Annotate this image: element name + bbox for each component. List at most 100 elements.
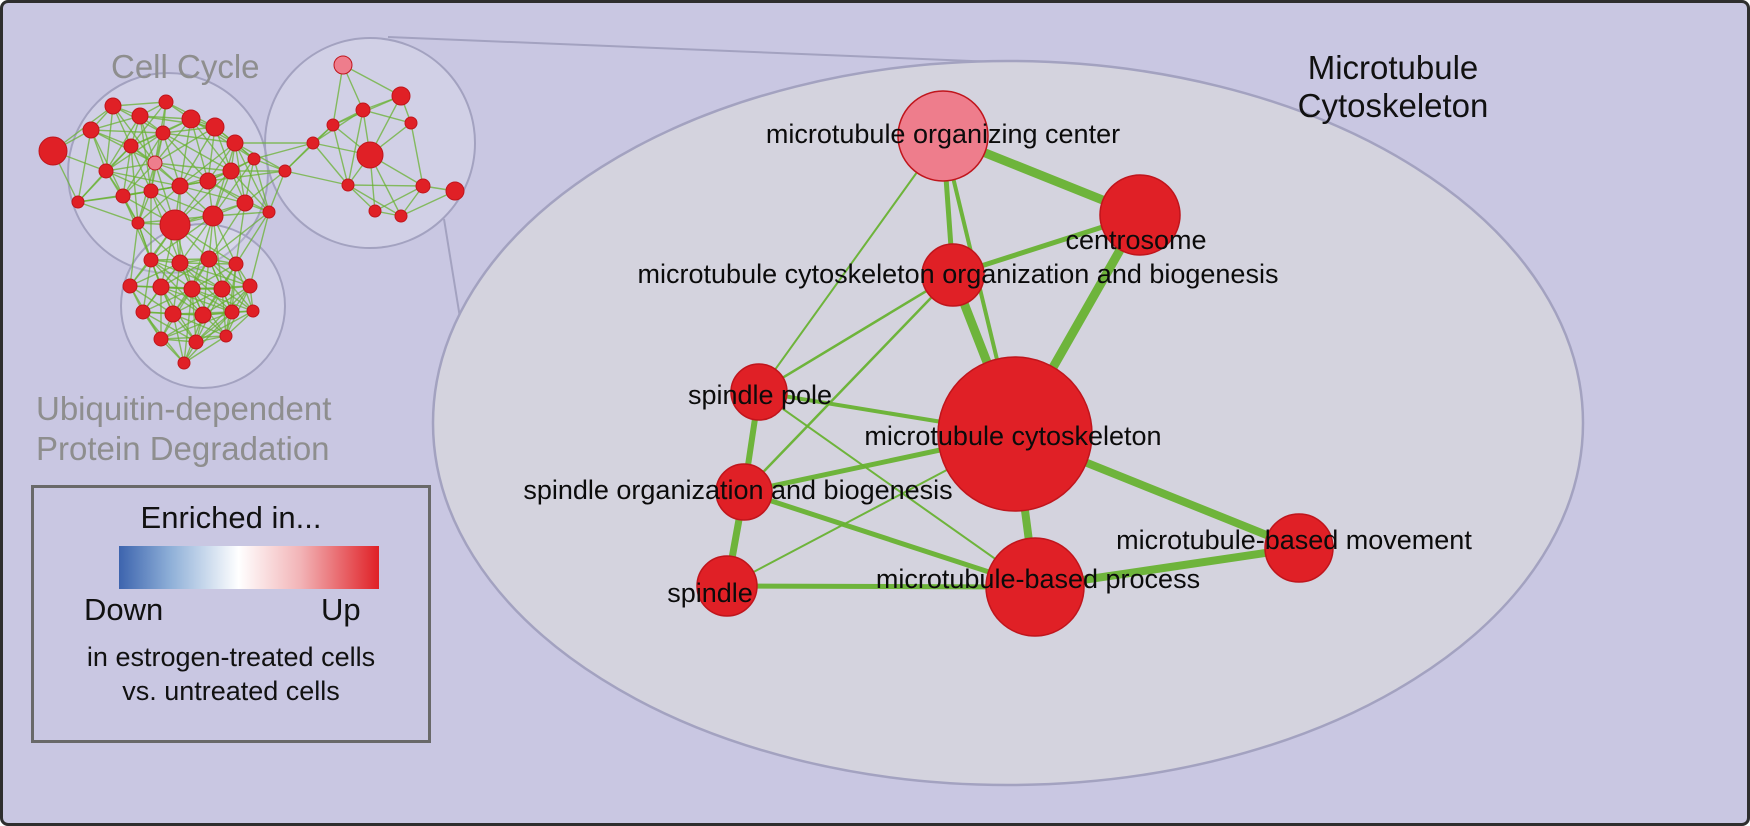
overview-edge — [179, 126, 216, 187]
overview-node — [177, 356, 191, 370]
legend-caption-line1: in estrogen-treated cells — [86, 642, 376, 672]
node-mc — [937, 356, 1093, 512]
node-label-mcob: microtubule cytoskeleton organization an… — [638, 259, 1279, 289]
overview-edge — [347, 184, 424, 187]
overview-edge — [130, 101, 167, 147]
overview-edge — [347, 184, 402, 217]
overview-node — [158, 94, 174, 110]
overview-edge — [362, 109, 412, 124]
legend-up-label: Up — [321, 592, 361, 627]
node-label-mbm: microtubule-based movement — [1116, 525, 1472, 555]
overview-edge — [137, 222, 181, 264]
overview-edge — [162, 132, 209, 182]
overview-edge — [235, 211, 270, 265]
overview-edge — [179, 118, 192, 187]
overview-edge — [374, 185, 424, 212]
zoom-title: Microtubule Cytoskeleton — [1238, 49, 1548, 125]
network-canvas: microtubule organizing centercentrosomem… — [38, 36, 1585, 787]
edge-sp-mbp — [758, 391, 1036, 588]
overview-edge — [230, 170, 270, 213]
overview-edge — [172, 288, 223, 315]
edge-sob-mbp — [741, 489, 1038, 590]
overview-edge — [129, 262, 181, 287]
overview-node — [164, 305, 182, 323]
overview-node — [115, 188, 131, 204]
legend-caption-line2: vs. untreated cells — [122, 676, 340, 706]
edge-mcob-sob — [742, 273, 955, 494]
overview-node — [131, 107, 149, 125]
overview-edge — [208, 202, 246, 260]
overview-edge — [162, 132, 236, 144]
overview-node — [152, 278, 170, 296]
overview-node — [228, 256, 244, 272]
overview-edge — [105, 170, 152, 192]
overview-edge — [190, 118, 255, 160]
zoom-cone-line-0 — [387, 36, 1022, 64]
overview-node — [333, 55, 353, 75]
node-sob — [715, 463, 773, 521]
overview-edge — [150, 259, 223, 290]
overview-node — [224, 304, 240, 320]
overview-node — [183, 280, 201, 298]
overview-edge — [183, 335, 227, 364]
overview-edge — [208, 258, 254, 312]
overview-edge — [332, 64, 344, 126]
cluster-label-ubiquitin: Ubiquitin-dependent Protein Degradation — [36, 389, 331, 469]
legend-title: Enriched in... — [140, 500, 322, 535]
overview-edge — [105, 170, 181, 187]
node-label-sob: spindle organization and biogenesis — [523, 475, 952, 505]
overview-edge — [154, 162, 209, 182]
node-cen — [1099, 174, 1181, 256]
overview-node — [445, 181, 465, 201]
node-label-mc: microtubule cytoskeleton — [864, 421, 1161, 451]
overview-edge — [253, 158, 270, 213]
overview-edge — [160, 311, 233, 340]
overview-edge — [284, 142, 314, 172]
overview-edge — [244, 170, 286, 204]
overview-edge — [90, 129, 164, 134]
overview-node — [219, 329, 233, 343]
overview-node — [222, 162, 240, 180]
overview-edge — [410, 122, 424, 187]
legend-box: Enriched in... Down Up in estrogen-treat… — [31, 485, 431, 743]
overview-node — [123, 138, 139, 154]
overview-edge — [77, 201, 139, 224]
overview-node — [355, 102, 371, 118]
overview-edge — [137, 185, 181, 224]
node-mcob — [921, 243, 985, 307]
overview-node — [188, 334, 204, 350]
overview-edge — [202, 285, 251, 316]
overview-edge — [183, 288, 193, 364]
overview-edge — [179, 142, 236, 187]
overview-edge — [142, 311, 197, 343]
overview-node — [306, 136, 320, 150]
overview-edge — [284, 170, 349, 186]
overview-edge — [253, 142, 314, 160]
overview-node — [38, 136, 68, 166]
overview-node — [104, 97, 122, 115]
overview-edge — [122, 162, 156, 197]
overview-edge — [212, 158, 255, 217]
overview-node — [147, 155, 163, 171]
cluster-label-ubiquitin-line2: Protein Degradation — [36, 430, 330, 467]
overview-node — [368, 204, 382, 218]
overview-edge — [207, 170, 286, 182]
overview-node — [415, 178, 431, 194]
overview-node — [122, 278, 138, 294]
overview-edge — [249, 211, 270, 287]
overview-node — [404, 116, 418, 130]
overview-edge — [207, 180, 270, 213]
overview-node — [262, 205, 276, 219]
overview-edge — [154, 126, 216, 164]
overview-edge — [190, 118, 209, 182]
overview-node — [356, 141, 384, 169]
zoom-title-line2: Cytoskeleton — [1297, 87, 1489, 124]
overview-node — [278, 164, 292, 178]
overview-edge — [142, 288, 193, 313]
overview-edge — [179, 185, 246, 204]
overview-edge — [105, 115, 141, 172]
cluster-label-cell-cycle: Cell Cycle — [111, 48, 260, 85]
node-label-sp: spindle pole — [688, 380, 832, 410]
overview-edge — [342, 64, 402, 97]
overview-edge — [400, 190, 456, 217]
